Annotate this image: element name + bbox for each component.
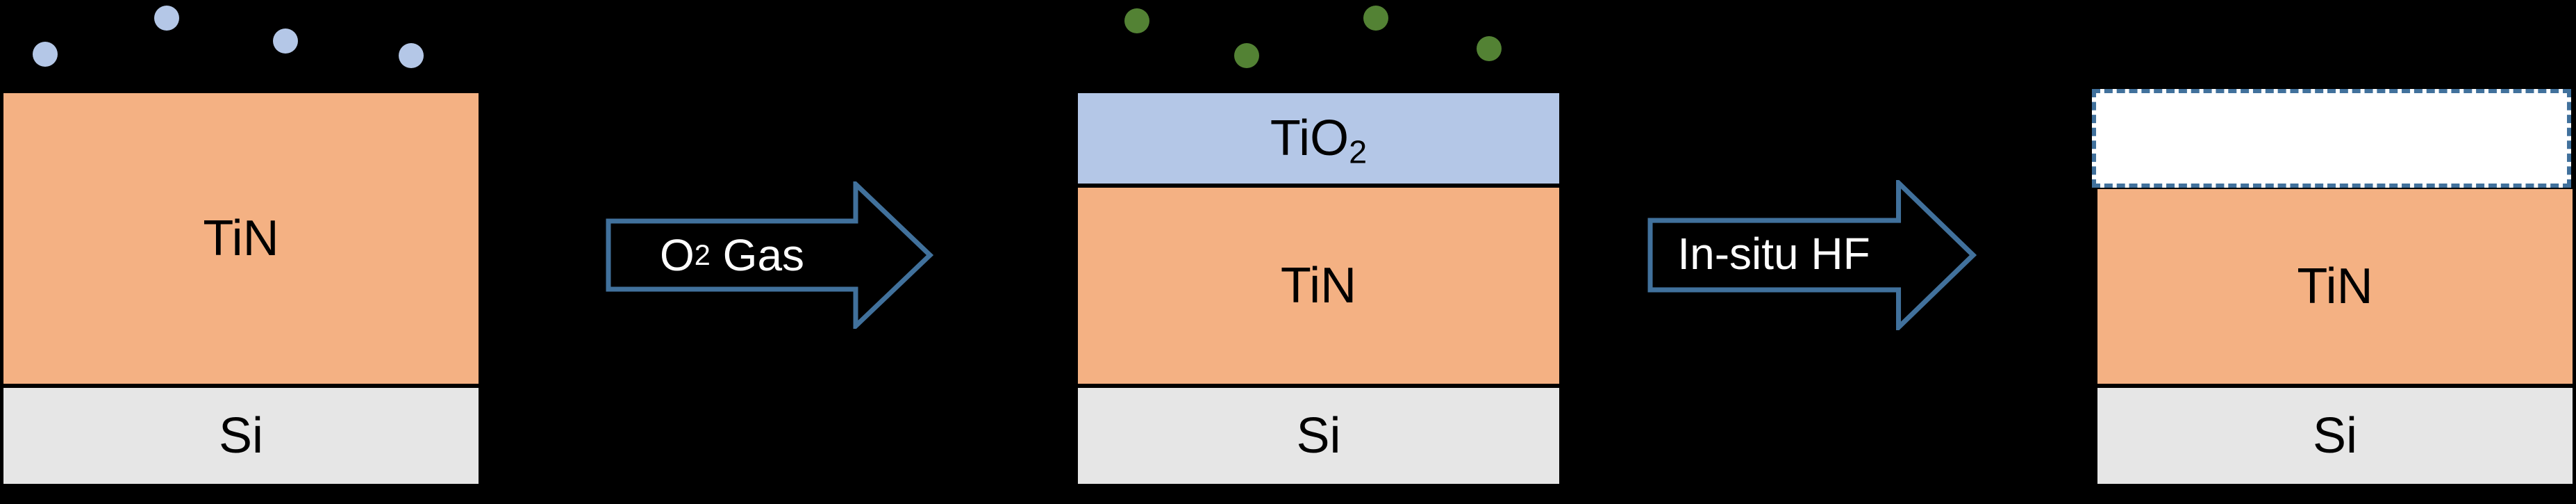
- hf-molecule-dot: [1363, 6, 1388, 31]
- insitu-hf-arrow-label: In-situ HF: [1677, 229, 1870, 279]
- hf-molecule-dot: [1234, 43, 1259, 68]
- hf-molecule-dot: [1477, 36, 1502, 61]
- si-substrate-layer: Si: [1078, 388, 1559, 484]
- tio2-subscript: 2: [1349, 133, 1368, 170]
- o2-molecule-dot: [273, 29, 298, 54]
- tin-label: TiN: [1280, 258, 1357, 314]
- tio2-layer: TiO2: [1078, 93, 1559, 184]
- si-substrate-layer: Si: [2097, 388, 2573, 484]
- tin-layer: TiN: [1078, 188, 1559, 384]
- hf-molecule-dot: [1124, 8, 1149, 33]
- removed-tio2-outline: [2092, 89, 2571, 188]
- o2-molecule-dot: [33, 42, 58, 67]
- si-label: Si: [2312, 408, 2358, 464]
- tin-label: TiN: [203, 211, 279, 266]
- tio2-label: TiO2: [1270, 111, 1368, 170]
- arrow-right-icon: [606, 181, 933, 329]
- insitu-hf-arrow: In-situ HF: [1647, 180, 1977, 330]
- tin-label: TiN: [2297, 259, 2373, 314]
- tin-layer: TiN: [2097, 189, 2573, 384]
- si-substrate-layer: Si: [3, 388, 479, 484]
- o2-molecule-dot: [154, 6, 179, 31]
- tin-layer: TiN: [3, 93, 479, 384]
- si-label: Si: [218, 408, 264, 464]
- o2-molecule-dot: [399, 43, 424, 68]
- si-label: Si: [1296, 408, 1341, 464]
- arrow-right-icon: [1647, 180, 1977, 330]
